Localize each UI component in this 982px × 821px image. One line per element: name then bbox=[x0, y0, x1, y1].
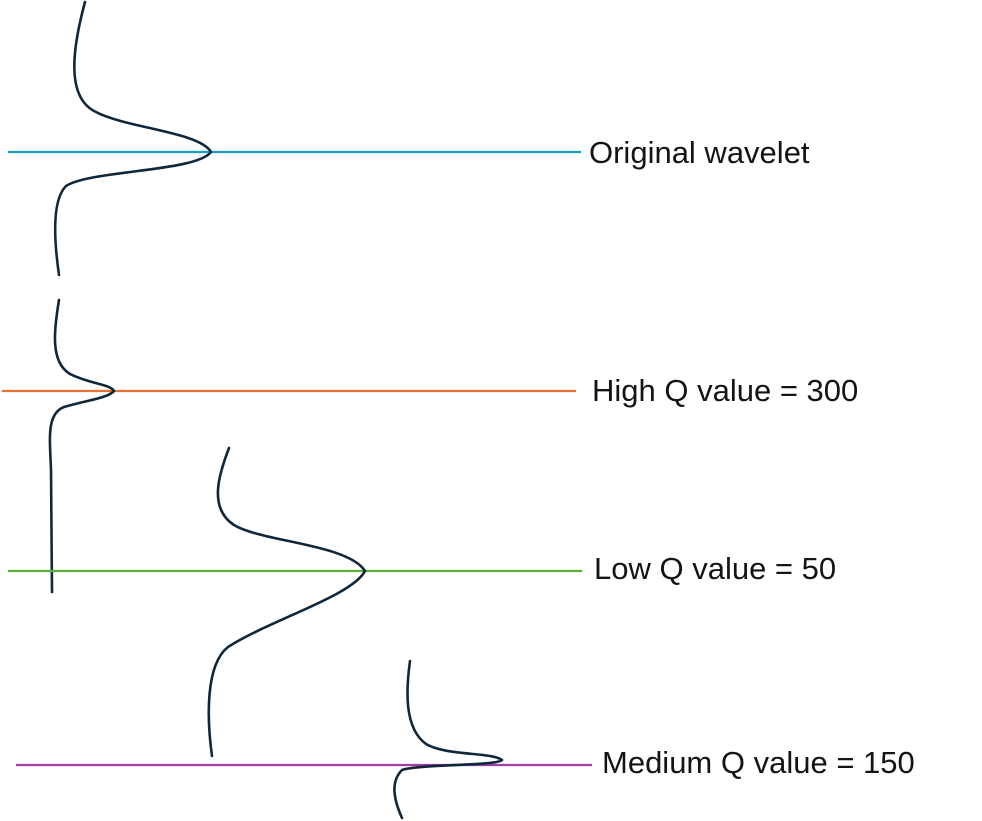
medium-q-label: Medium Q value = 150 bbox=[602, 745, 915, 780]
high-q-wavelet-trace bbox=[48, 298, 116, 594]
medium-q-wavelet-trace bbox=[393, 659, 504, 820]
low-q-label: Low Q value = 50 bbox=[594, 551, 836, 586]
high-q-label: High Q value = 300 bbox=[592, 373, 858, 408]
original-wavelet-label: Original wavelet bbox=[589, 135, 810, 170]
low-q-wavelet-trace bbox=[207, 446, 367, 758]
original-wavelet-trace bbox=[53, 0, 213, 277]
